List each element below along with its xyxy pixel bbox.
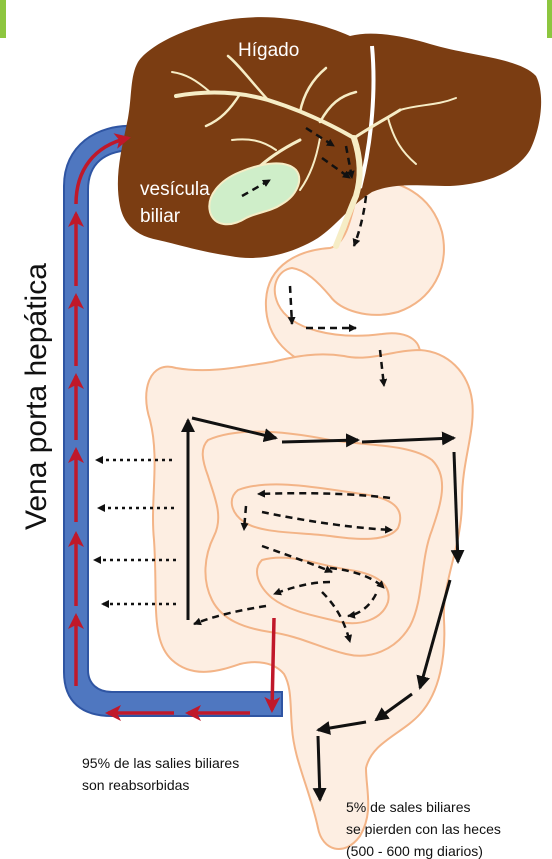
green-corner-tab-right: [547, 0, 552, 38]
portal-vein-label: Vena porta hepática: [20, 263, 53, 530]
lost-note-line1: 5% de sales biliares: [346, 799, 471, 815]
liver: [118, 17, 541, 258]
gallbladder-label-line2: biliar: [140, 206, 181, 227]
lost-note-line2: se pierden con las heces: [346, 821, 501, 837]
lost-note-line3: (500 - 600 mg diarios): [346, 843, 483, 859]
intestines: [146, 181, 473, 849]
green-corner-tab-left: [0, 0, 6, 38]
reabsorbed-note-line1: 95% de las salies biliares: [82, 755, 239, 771]
small-intestine: [203, 432, 442, 656]
gallbladder-label-line1: vesícula: [140, 179, 210, 200]
reabsorbed-note-line2: son reabsorbidas: [82, 777, 189, 793]
liver-label: Hígado: [238, 40, 299, 61]
